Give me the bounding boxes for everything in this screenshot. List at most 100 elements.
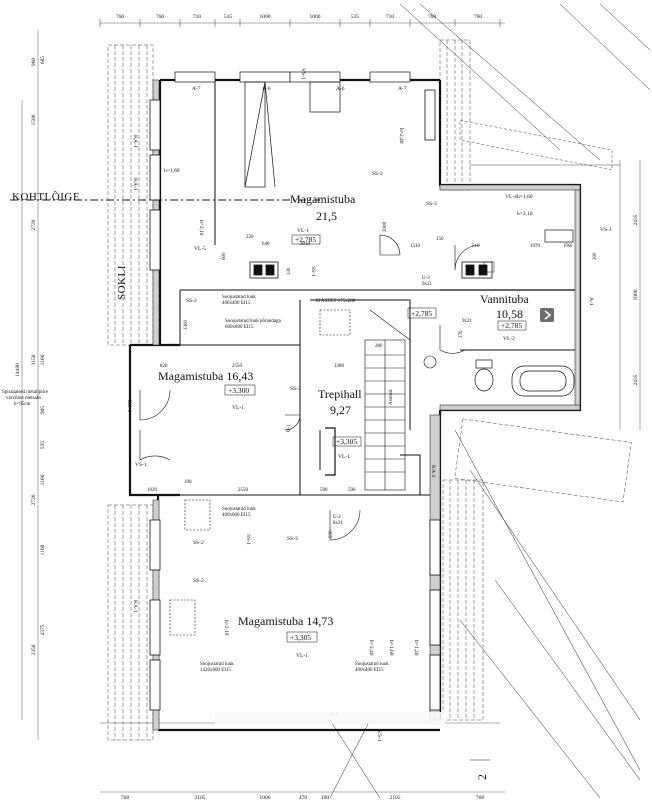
- code-ss1-top: SS-1: [310, 266, 316, 277]
- dim-top-6: 1000: [310, 14, 321, 20]
- hatch-5-size: 400x400 EI15: [355, 668, 384, 673]
- railing: [325, 427, 336, 476]
- dim-top-9: 760: [428, 14, 437, 20]
- left-note-1: Spiraaalsed metallpiire: [2, 390, 49, 395]
- dim-top-7: 535: [351, 14, 360, 20]
- inner-dim-2: 640: [262, 242, 270, 247]
- left-note-3: h=95cm: [14, 402, 31, 407]
- inner-dim-20: 1300: [184, 320, 189, 331]
- code-ka2: KA-2: [430, 465, 436, 478]
- dim-bottom-5: 100: [321, 795, 330, 800]
- dim-bottom-4: 470: [299, 795, 308, 800]
- hatch-1-size: 400x400 EI15: [222, 301, 251, 306]
- level-box-stairhall: [332, 436, 362, 447]
- dim-bottom-6: 2105: [390, 795, 401, 800]
- staircase: [364, 309, 437, 491]
- dim-left-7: 3150: [31, 354, 37, 365]
- dim-top-4: 535: [224, 14, 233, 20]
- dim-top-3: 710: [193, 14, 202, 20]
- code-a1-right: A-1: [588, 297, 594, 306]
- code-ss3-bottom: SS-3: [287, 536, 298, 542]
- code-ss3-top: SS-3: [426, 201, 437, 207]
- dim-top-8: 710: [386, 14, 395, 20]
- dim-left-13: 3350: [31, 644, 37, 655]
- inner-dim-11: 1280: [334, 364, 345, 369]
- height-4: h=2,10: [517, 211, 533, 217]
- room-level-bedroom-top: +2,785: [295, 235, 316, 244]
- height-8: h=1,20: [413, 640, 419, 656]
- dim-top-10: 760: [474, 14, 483, 20]
- hatch-4-size: 1420x600 EI15: [200, 668, 231, 673]
- level-box-bedroom-left: [224, 384, 256, 396]
- redaction-bar: [215, 712, 445, 724]
- ventilation-shafts: [249, 261, 493, 279]
- inner-dim-16: 590: [320, 488, 328, 493]
- inner-dim-4: 2008: [383, 222, 388, 233]
- hatch-boxes: [169, 309, 351, 636]
- code-vs1-bottom: VS-1: [376, 730, 382, 742]
- height-5: h=1,60: [517, 194, 533, 200]
- code-a6-top-2: A-6: [336, 86, 345, 92]
- inner-dim-12: 280: [375, 344, 383, 349]
- dim-left-3: 1580: [31, 114, 37, 125]
- inner-dim-13: 820: [160, 364, 168, 369]
- code-ka1-left-3: KA-1: [132, 600, 138, 613]
- door-code-3: U-2: [333, 515, 341, 520]
- page-number: 2: [475, 774, 489, 780]
- dim-top-1: 760: [116, 14, 125, 20]
- dim-left-14: 4375: [40, 624, 46, 635]
- height-3: h=2,40: [398, 128, 404, 144]
- room-name-bathroom: Vannituba: [480, 292, 529, 306]
- door-swings: [139, 234, 481, 541]
- dim-left-5: 1160: [40, 354, 46, 365]
- dim-left-8: 1160: [40, 474, 46, 485]
- height-2: h=2,10: [198, 220, 204, 236]
- wall-hatching: [152, 79, 581, 731]
- skylights-left: [149, 89, 441, 711]
- height-9: h=2,10: [223, 620, 229, 636]
- room-level-stairhall: +3,305: [336, 437, 357, 446]
- inner-dim-22: 600: [222, 252, 227, 260]
- next-page-button[interactable]: [540, 308, 554, 322]
- dim-right-2: 1000: [633, 289, 639, 300]
- dimension-ticks-top: [99, 19, 501, 27]
- inner-dim-10: 2550: [232, 364, 243, 369]
- code-ro1: RO-1: [126, 400, 132, 412]
- room-area-stairhall: 9,27: [330, 403, 351, 417]
- room-code-bedroom-top: VL-1: [297, 228, 309, 234]
- dim-bottom-1: 768: [121, 795, 130, 800]
- code-fm: FM: [564, 243, 572, 249]
- level-door-1: +2,785: [411, 309, 432, 318]
- code-vs1-right: VS-1: [600, 227, 612, 233]
- dim-right-1: 2435: [633, 214, 639, 225]
- level-box-bedroom-top: [291, 234, 321, 245]
- dim-left-11: 2720: [31, 494, 37, 505]
- door-code-4: 9x21: [462, 319, 473, 324]
- room-name-stairhall: Trepihall: [318, 387, 362, 401]
- code-ss2-top: SS-2: [372, 171, 383, 177]
- dim-bottom-3: 1000: [260, 795, 271, 800]
- level-box-bedroom-bottom: [286, 631, 318, 643]
- room-name-bedroom-top: Magamistuba: [290, 192, 356, 206]
- code-vs1-top: VS-1: [300, 68, 306, 80]
- room-area-bedroom-top: 21,5: [316, 209, 337, 223]
- code-a6-top: A-6: [262, 86, 271, 92]
- height-6: h=1,60: [388, 640, 394, 656]
- height-1: h=1,60: [164, 168, 180, 174]
- room-level-bedroom-bottom: +3,305: [290, 633, 311, 642]
- room-level-bathroom: +2,785: [501, 321, 522, 330]
- section-label-vertical: SOKLI: [116, 265, 128, 300]
- code-ss3-mid: SS-3: [290, 386, 301, 392]
- dim-bottom-7: 768: [476, 795, 485, 800]
- room-code-bathroom: VL-2: [503, 336, 515, 342]
- stair-label: 18 ASTET 175x280: [315, 299, 356, 304]
- dim-left-4: 2720: [31, 219, 37, 230]
- inner-dim-23: 200: [593, 252, 598, 260]
- inner-dim-15: 2550: [238, 488, 249, 493]
- hatch-2-title: Soojustatud luuk põrandaga: [225, 319, 282, 324]
- inner-dim-1: 220: [246, 235, 254, 240]
- room-code-bedroom-left: VL-1: [232, 405, 244, 411]
- hatch-5-title: Soojustatud luuk: [355, 662, 389, 667]
- code-a7-top-2: A-7: [398, 86, 407, 92]
- dim-left-6: 14480: [15, 363, 21, 377]
